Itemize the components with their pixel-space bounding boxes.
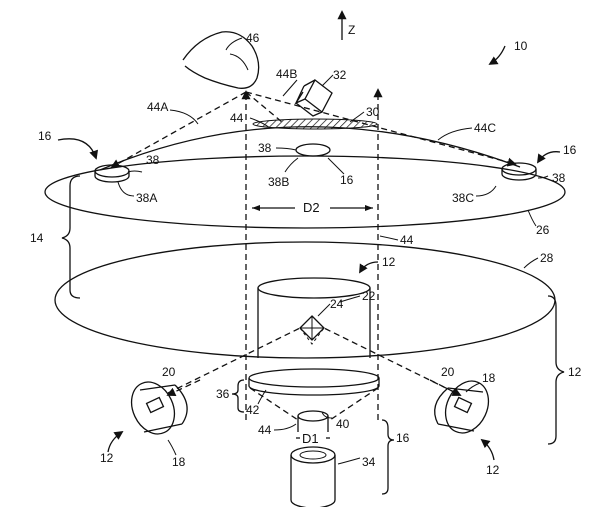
- object-24-icon: [299, 315, 325, 345]
- label-44b: 44B: [276, 67, 297, 81]
- dimension-d2: D2: [252, 200, 373, 215]
- label-38-right: 38: [552, 171, 566, 185]
- finger-46-icon: [182, 31, 260, 89]
- label-42: 42: [246, 403, 260, 417]
- left-camera-icon: [130, 381, 188, 435]
- label-38b: 38B: [268, 175, 289, 189]
- label-34: 34: [362, 455, 376, 469]
- brace-12-right: [547, 295, 565, 445]
- camera-right-ray: [323, 327, 457, 394]
- cylinder-34: [290, 446, 336, 507]
- label-16-lower: 16: [396, 431, 410, 445]
- label-38a: 38A: [136, 191, 157, 205]
- label-38-center: 38: [258, 141, 272, 155]
- label-12-left: 12: [100, 451, 114, 465]
- hatched-image-30: [252, 118, 378, 130]
- label-24: 24: [330, 297, 344, 311]
- upper-lens-top-arc: [99, 126, 521, 171]
- label-32: 32: [333, 68, 347, 82]
- label-22: 22: [362, 289, 376, 303]
- ray-20-right: [429, 379, 462, 396]
- cylinder-22: [257, 277, 371, 358]
- ray-44c: [245, 91, 517, 167]
- leader-lines: [117, 37, 549, 465]
- label-46: 46: [246, 31, 260, 45]
- label-44-bottom: 44: [258, 423, 272, 437]
- ray-44b: [245, 91, 283, 123]
- label-12-center: 12: [382, 255, 396, 269]
- label-26: 26: [536, 223, 550, 237]
- upper-lens-26: [44, 155, 566, 229]
- label-20-right: 20: [441, 365, 455, 379]
- arrow-12-right: [480, 438, 495, 461]
- ray-20-left: [166, 379, 201, 397]
- arrow-16-left: [57, 138, 99, 160]
- lower-lens-28: [54, 241, 556, 359]
- label-16-right: 16: [563, 143, 577, 157]
- brace-16-lower: [381, 419, 395, 495]
- label-44-mid: 44: [400, 233, 414, 247]
- right-camera-icon: [434, 380, 490, 434]
- camera-left-ray: [167, 327, 301, 394]
- z-axis-arrow: Z: [337, 10, 355, 40]
- label-20-left: 20: [162, 365, 176, 379]
- cube-32-icon: [294, 79, 333, 117]
- label-44-top: 44: [230, 111, 244, 125]
- arrow-12-center: [359, 261, 379, 274]
- lens-42: [248, 368, 380, 396]
- label-38c: 38C: [452, 191, 474, 205]
- label-12-right-brace: 12: [568, 365, 582, 379]
- label-16-center: 16: [340, 173, 354, 187]
- label-18-left: 18: [172, 455, 186, 469]
- label-40: 40: [336, 417, 350, 431]
- arrow-12-left: [107, 430, 124, 453]
- d1-label: D1: [302, 431, 319, 446]
- brace-36: [231, 379, 245, 413]
- right-disk-38c: [501, 162, 537, 181]
- dimension-d1: D1: [296, 431, 330, 446]
- z-axis-label: Z: [348, 23, 355, 37]
- label-16-left: 16: [38, 129, 52, 143]
- d2-label: D2: [303, 200, 320, 215]
- label-18-right: 18: [482, 371, 496, 385]
- label-44c: 44C: [474, 121, 496, 135]
- arrow-16-right: [536, 151, 561, 164]
- label-30: 30: [366, 105, 380, 119]
- label-36: 36: [216, 387, 230, 401]
- disk-40: [297, 410, 329, 432]
- label-14: 14: [30, 231, 44, 245]
- center-disk-38: [295, 143, 331, 157]
- label-38-left: 38: [146, 153, 160, 167]
- label-28: 28: [540, 251, 554, 265]
- arrow-10: [488, 45, 506, 65]
- label-44a: 44A: [147, 100, 168, 114]
- label-12-right: 12: [486, 463, 500, 477]
- brace-14: [61, 175, 81, 299]
- label-10: 10: [514, 39, 528, 53]
- ray-44a: [110, 91, 247, 168]
